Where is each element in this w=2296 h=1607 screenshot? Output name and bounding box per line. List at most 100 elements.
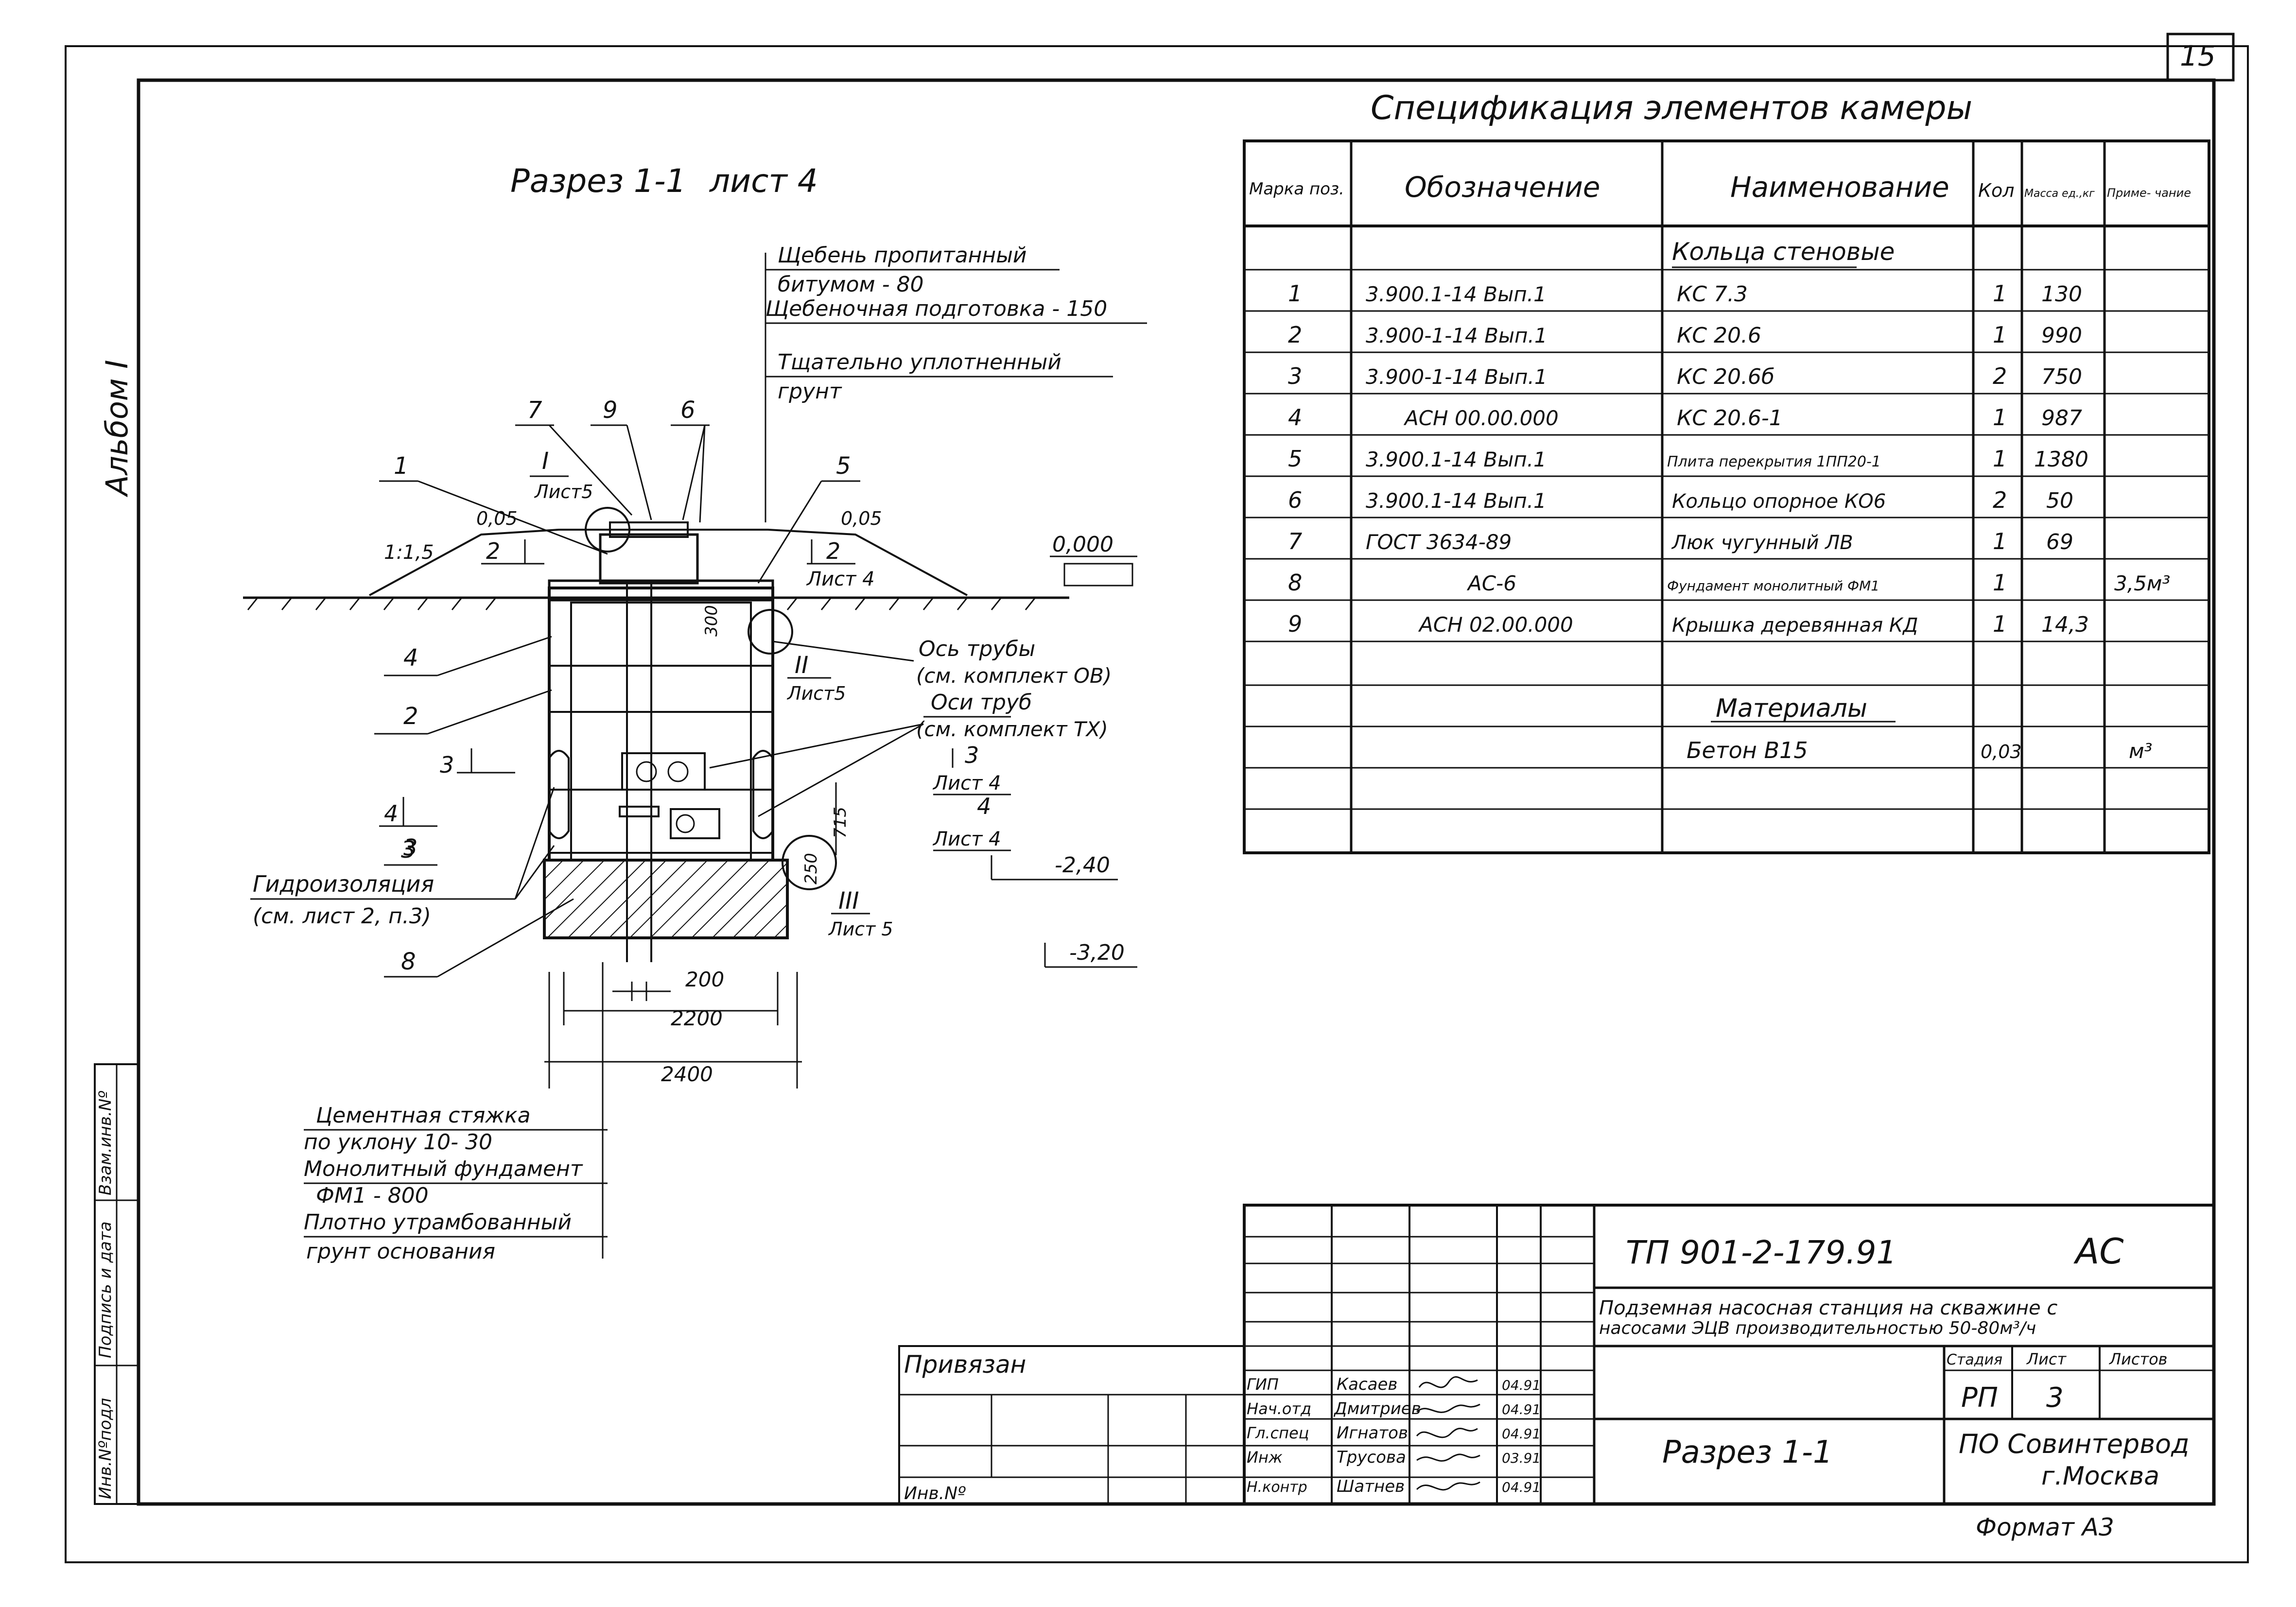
note-foundation: Монолитный фундамент <box>304 1157 583 1181</box>
svg-text:1: 1 <box>1993 446 2007 472</box>
tb-project-1: Подземная насосная станция на скважине с <box>1599 1297 2057 1319</box>
dim-250: 250 <box>801 853 821 884</box>
svg-text:9: 9 <box>1288 611 1302 637</box>
svg-text:1: 1 <box>1993 404 2007 431</box>
dim-200: 200 <box>685 968 724 991</box>
node-II-sheet: Лист5 <box>786 683 846 704</box>
signature-1 <box>1418 1376 1478 1388</box>
spec-row-6: 6 3.900.1-14 Вып.1 Кольцо опорное КО6 2 … <box>1288 487 2073 513</box>
callout-4: 4 <box>403 644 418 672</box>
svg-text:5: 5 <box>1288 446 1302 472</box>
svg-text:987: 987 <box>2041 406 2082 431</box>
tb-sheet: 3 <box>2046 1382 2064 1414</box>
spec-header-mass: Масса ед.,кг <box>2024 188 2095 200</box>
tb-date-2: 04.91 <box>1502 1401 1541 1417</box>
svg-text:Бетон В15: Бетон В15 <box>1687 737 1808 763</box>
spec-header-code: Обозначение <box>1405 171 1600 204</box>
spec-row-7: 7 ГОСТ 3634-89 Люк чугунный ЛВ 1 69 <box>1288 528 2073 554</box>
spec-material-row: Бетон В15 0,03 м³ <box>1687 737 2153 763</box>
svg-text:1: 1 <box>1993 322 2007 348</box>
svg-text:7: 7 <box>1288 528 1302 554</box>
svg-text:3.900.1-14 Вып.1: 3.900.1-14 Вып.1 <box>1366 282 1547 306</box>
tb-role-5: Н.контр <box>1247 1479 1307 1496</box>
spec-table: Спецификация элементов камеры <box>1243 89 2210 854</box>
svg-text:130: 130 <box>2041 282 2082 307</box>
node-II-circle <box>748 609 793 655</box>
note-screed: Цементная стяжка <box>316 1103 531 1128</box>
dim-005-right: 0,05 <box>841 508 882 529</box>
tb-sheet-header: Лист <box>2026 1350 2067 1368</box>
cut-2-right: 2 <box>826 538 840 564</box>
svg-text:750: 750 <box>2041 364 2082 389</box>
pipes-axis-ref: (см. комплект ТХ) <box>916 717 1108 741</box>
spec-header-pos: Марка поз. <box>1249 179 1344 199</box>
tb-sheets-header: Листов <box>2109 1350 2168 1368</box>
node-II: II <box>795 652 808 679</box>
cut-4-right: 4 <box>977 793 991 819</box>
svg-text:1: 1 <box>1993 611 2007 637</box>
section-sheet-ref: лист 4 <box>709 162 818 200</box>
svg-text:АС-6: АС-6 <box>1466 571 1516 595</box>
cut-3-right: 3 <box>965 742 979 768</box>
spec-row-3: 3 3.900-1-14 Вып.1 КС 20.6б 2 750 <box>1288 363 2082 389</box>
chamber-outer <box>548 587 774 862</box>
svg-text:Фундамент монолитный ФМ1: Фундамент монолитный ФМ1 <box>1667 578 1879 594</box>
callout-3: 3 <box>401 836 416 864</box>
node-III-sheet: Лист 5 <box>828 918 893 940</box>
waterproofing: Гидроизоляция <box>253 871 434 897</box>
chamber-inner <box>570 602 752 861</box>
callout-9: 9 <box>603 397 618 424</box>
svg-text:КС 20.6б: КС 20.6б <box>1677 364 1774 389</box>
side-stamp-sign: Подпись и дата <box>96 1221 115 1358</box>
embankment <box>369 529 968 596</box>
tb-name-3: Игнатов <box>1337 1423 1408 1443</box>
svg-text:КС 7.3: КС 7.3 <box>1677 282 1748 307</box>
svg-text:м³: м³ <box>2129 739 2153 763</box>
callout-6: 6 <box>680 397 696 424</box>
svg-text:3.900.1-14 Вып.1: 3.900.1-14 Вып.1 <box>1366 489 1547 513</box>
tb-role-2: Нач.отд <box>1247 1400 1311 1418</box>
fitting-upper <box>621 752 706 791</box>
tb-format: Формат А3 <box>1976 1513 2114 1541</box>
spec-header-qty: Кол <box>1978 180 2015 201</box>
svg-text:3.900.1-14 Вып.1: 3.900.1-14 Вып.1 <box>1366 448 1547 471</box>
section-drawing: Разрез 1-1 лист 4 Щебень пропитанный бит… <box>243 162 1147 1264</box>
callout-1: 1 <box>394 452 409 480</box>
signature-2 <box>1416 1403 1480 1413</box>
cut-4: 4 <box>384 800 398 827</box>
outer-border <box>65 45 2249 1563</box>
side-stamp-replace: Взам.инв.Nº <box>96 1091 115 1195</box>
svg-text:ГОСТ 3634-89: ГОСТ 3634-89 <box>1366 530 1512 554</box>
cut-3-label: 3 <box>403 834 417 861</box>
svg-text:990: 990 <box>2041 323 2082 348</box>
note-slope: по уклону 10- 30 <box>304 1130 492 1155</box>
svg-text:Плита перекрытия 1ПП20-1: Плита перекрытия 1ПП20-1 <box>1667 453 1881 470</box>
waterproofing-ref: (см. лист 2, п.3) <box>253 904 431 929</box>
note-bitumen: битумом - 80 <box>778 272 924 297</box>
tb-role-4: Инж <box>1247 1448 1283 1467</box>
svg-text:2: 2 <box>1288 322 1302 348</box>
spec-row-2: 2 3.900-1-14 Вып.1 КС 20.6 1 990 <box>1288 322 2082 348</box>
foundation-fm1 <box>543 859 789 939</box>
fitting-lower <box>670 808 720 839</box>
callout-2: 2 <box>403 703 418 730</box>
tb-name-5: Шатнев <box>1337 1477 1405 1496</box>
spec-row-9: 9 АСН 02.00.000 Крышка деревянная КД 1 1… <box>1288 611 2089 637</box>
top-slab <box>548 579 774 602</box>
spec-header-name: Наименование <box>1730 171 1949 204</box>
svg-text:Кольцо опорное КО6: Кольцо опорное КО6 <box>1672 490 1886 513</box>
tb-org: ПО Совинтервод <box>1959 1429 2189 1459</box>
cut-2-sheet: Лист 4 <box>806 568 875 590</box>
note-crushed-stone: Щебень пропитанный <box>778 243 1027 268</box>
spec-row-5: 5 3.900.1-14 Вып.1 Плита перекрытия 1ПП2… <box>1288 446 2088 472</box>
sheet-number-box <box>2166 33 2235 82</box>
callout-7: 7 <box>527 397 542 424</box>
note-base-soil: грунт основания <box>306 1239 495 1264</box>
svg-text:3: 3 <box>1288 363 1302 389</box>
sheet-number: 15 <box>2180 39 2216 72</box>
signature-4 <box>1416 1453 1480 1462</box>
svg-text:8: 8 <box>1288 570 1302 596</box>
callout-5: 5 <box>836 452 851 480</box>
node-III-circle <box>782 835 837 890</box>
callout-8: 8 <box>401 948 416 975</box>
